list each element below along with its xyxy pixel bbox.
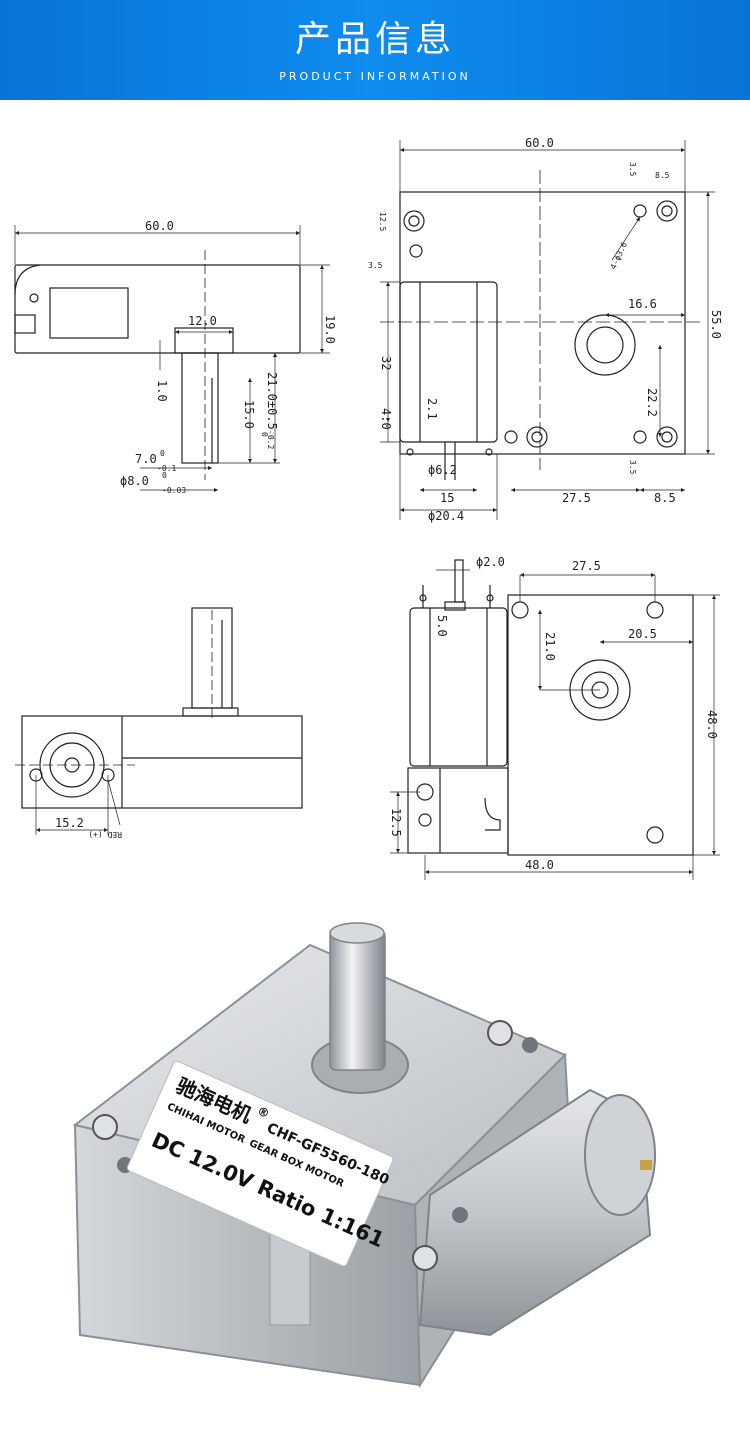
technical-drawings: 60.0 19.0 12.0 1.0 21.0±0.5 15.0 0 -0.2 … (0, 110, 750, 900)
top-view (380, 140, 715, 520)
top-pin-len: 2.1 (425, 398, 439, 420)
product-label: 驰海电机 ® CHF-GF5560-180 CHIHAI MOTOR GEAR … (126, 1060, 394, 1267)
side-shaft-gap: 1.0 (155, 380, 169, 402)
side-shaft-width: 12.0 (188, 314, 217, 328)
top-pin-dia: ϕ6.2 (428, 463, 457, 477)
top-motor-len: 32 (379, 356, 393, 370)
side-shaft-length: 21.0±0.5 (265, 372, 279, 430)
back-hole-x: 20.5 (628, 627, 657, 641)
top-bottom-offset: 8.5 (654, 491, 676, 505)
side-dia-dim: ϕ8.0 (120, 474, 149, 488)
front-motor-center: 15.2 (55, 816, 84, 830)
drawing-canvas: 60.0 19.0 12.0 1.0 21.0±0.5 15.0 0 -0.2 … (14, 136, 723, 880)
side-dia-tol-top: 0 (162, 471, 167, 480)
back-view (390, 559, 720, 880)
top-hole-offset-y: 3.5 (628, 162, 637, 177)
page-title: 产品信息 (294, 19, 455, 60)
top-motor-dia: ϕ20.4 (428, 509, 464, 523)
top-hole-offset-x: 8.5 (655, 171, 670, 180)
top-left-hole: 3.5 (368, 261, 383, 270)
side-flat-dim-tol-top: 0 (160, 449, 165, 458)
top-view-dims: 60.0 55.0 8.5 3.5 12.5 3.5 4-ϕ3.6 32 4.0… (368, 136, 723, 523)
back-pin-height: 5.0 (435, 615, 449, 637)
back-width: 48.0 (525, 858, 554, 872)
side-flat-dim: 7.0 (135, 452, 157, 466)
back-pin-dia: ϕ2.0 (476, 555, 505, 569)
top-shaft-center-y: 22.2 (645, 388, 659, 417)
side-flat-tol-top: 0 (260, 432, 269, 437)
top-motor-end: 4.0 (379, 408, 393, 430)
page-header: 产品信息 PRODUCT INFORMATION (0, 0, 750, 100)
front-wire-label: RED (+) (88, 830, 122, 839)
top-bottom-span: 27.5 (562, 491, 591, 505)
top-shaft-center-x: 16.6 (628, 297, 657, 311)
front-view-dims: 15.2 RED (+) (55, 816, 122, 839)
top-motor-width: 15 (440, 491, 454, 505)
side-flat-tol-bottom: -0.2 (266, 430, 275, 449)
side-height: 19.0 (323, 315, 337, 344)
top-bottom-hole-y: 3.5 (628, 460, 637, 475)
label-brand-mark: ® (255, 1104, 272, 1122)
side-view-dims: 60.0 19.0 12.0 1.0 21.0±0.5 15.0 0 -0.2 … (120, 219, 337, 495)
back-top-span: 27.5 (572, 559, 601, 573)
top-left-edge: 12.5 (378, 212, 387, 231)
front-view (15, 607, 303, 835)
back-height: 48.0 (705, 710, 719, 739)
side-flat-dim-tol-bottom: -0.1 (157, 464, 176, 473)
top-hole-dia: 4-ϕ3.6 (609, 241, 629, 271)
photo-canvas: 驰海电机 ® CHF-GF5560-180 CHIHAI MOTOR GEAR … (72, 922, 656, 1389)
side-width: 60.0 (145, 219, 174, 233)
back-left-gap: 12.5 (389, 808, 403, 837)
side-view (14, 225, 330, 493)
top-height: 55.0 (709, 310, 723, 339)
top-width: 60.0 (525, 136, 554, 150)
side-dia-tol-bottom: -0.03 (162, 486, 186, 495)
product-photo: 驰海电机 ® CHF-GF5560-180 CHIHAI MOTOR GEAR … (0, 905, 750, 1444)
back-view-dims: ϕ2.0 27.5 5.0 21.0 20.5 48.0 12.5 48.0 (389, 555, 719, 872)
page-subtitle: PRODUCT INFORMATION (279, 70, 471, 83)
side-shaft-flat: 15.0 (242, 400, 256, 429)
back-hole-y: 21.0 (543, 632, 557, 661)
